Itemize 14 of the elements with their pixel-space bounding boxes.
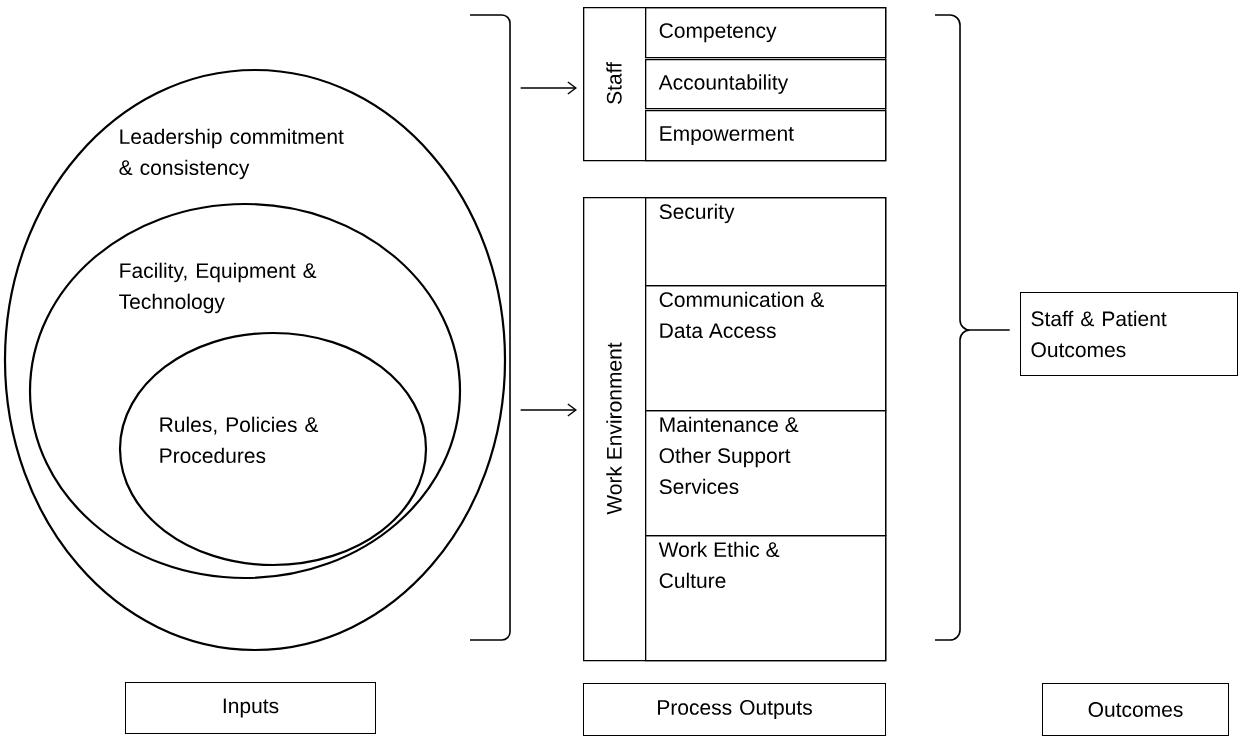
category-box: Accountability [645, 59, 887, 110]
category-box: Communication & Data Access [645, 285, 887, 412]
arrow [519, 81, 577, 95]
category-box: Maintenance & Other Support Services [645, 410, 887, 537]
category-box: Work Ethic & Culture [645, 535, 887, 662]
label-box: Process Outputs [583, 683, 886, 736]
label-box: Staff & Patient Outcomes [1020, 292, 1238, 376]
bracket [469, 14, 511, 641]
label-box: Inputs [125, 682, 376, 734]
category-box: Competency [645, 7, 887, 59]
arrow [519, 403, 577, 417]
category-box: Security [645, 197, 887, 287]
category-box: Empowerment [645, 110, 887, 162]
label-box: Outcomes [1042, 683, 1229, 736]
